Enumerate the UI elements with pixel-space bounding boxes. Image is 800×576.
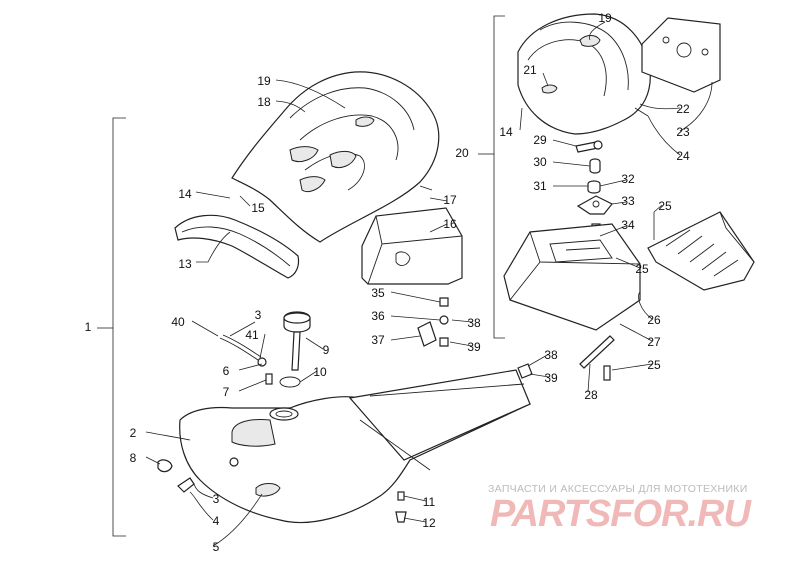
callout-label-16: 16 xyxy=(443,217,457,231)
callout-label-19a: 19 xyxy=(257,74,271,88)
callout-label-25c: 25 xyxy=(647,358,661,372)
leader-lines xyxy=(145,21,713,547)
fuel-tank-part-2 xyxy=(179,369,531,524)
callout-label-17: 17 xyxy=(443,193,457,207)
seat-part-18 xyxy=(231,71,440,243)
callout-label-31: 31 xyxy=(533,179,547,193)
callout-label-22: 22 xyxy=(676,102,690,116)
callout-label-19b: 19 xyxy=(598,11,612,25)
callout-label-34: 34 xyxy=(621,218,635,232)
callout-label-26: 26 xyxy=(647,313,661,327)
storage-block-part-16 xyxy=(361,207,463,285)
callout-label-14a: 14 xyxy=(178,187,192,201)
callout-label-3b: 3 xyxy=(213,492,220,506)
callout-label-28: 28 xyxy=(584,388,598,402)
callout-label-33: 33 xyxy=(621,194,635,208)
callout-labels: 1233456789101112131414151617181919202122… xyxy=(85,11,690,554)
callout-label-23: 23 xyxy=(676,125,690,139)
plate-part-23 xyxy=(641,17,721,93)
callout-label-24: 24 xyxy=(676,149,690,163)
callout-label-5: 5 xyxy=(213,540,220,554)
watermark-logo: PARTSFOR.RU xyxy=(490,493,751,535)
callout-label-32: 32 xyxy=(621,172,635,186)
callout-label-30: 30 xyxy=(533,155,547,169)
storage-box-part-27 xyxy=(503,223,641,331)
callout-label-27: 27 xyxy=(647,335,661,349)
group-bracket-20 xyxy=(493,15,505,339)
callout-label-2: 2 xyxy=(130,426,137,440)
callout-label-39a: 39 xyxy=(467,340,481,354)
callout-label-20: 20 xyxy=(455,146,469,160)
callout-label-7: 7 xyxy=(223,385,230,399)
callout-label-37: 37 xyxy=(371,333,385,347)
callout-label-25a: 25 xyxy=(658,199,672,213)
callout-label-10: 10 xyxy=(313,365,327,379)
callout-label-8: 8 xyxy=(130,451,137,465)
group-bracket-1 xyxy=(112,117,126,537)
callout-label-1: 1 xyxy=(85,320,92,334)
callout-label-41: 41 xyxy=(245,328,259,342)
callout-label-14b: 14 xyxy=(499,125,513,139)
callout-label-39b: 39 xyxy=(544,371,558,385)
seat-panel-part-13 xyxy=(174,214,300,279)
callout-label-38b: 38 xyxy=(544,348,558,362)
rear-cover-part-19 xyxy=(517,13,651,135)
callout-label-15: 15 xyxy=(251,201,265,215)
grid-tray-part-26 xyxy=(647,211,755,291)
callout-label-3a: 3 xyxy=(255,308,262,322)
hose-fittings xyxy=(157,334,273,493)
callout-label-13: 13 xyxy=(178,257,192,271)
callout-label-9: 9 xyxy=(323,343,330,357)
watermark-tagline: ЗАПЧАСТИ И АКСЕССУАРЫ ДЛЯ МОТОТЕХНИКИ xyxy=(488,483,748,495)
callout-label-35: 35 xyxy=(371,286,385,300)
callout-label-11: 11 xyxy=(423,495,436,509)
callout-label-40: 40 xyxy=(171,315,185,329)
callout-label-6: 6 xyxy=(223,364,230,378)
callout-label-36: 36 xyxy=(371,309,385,323)
callout-label-21: 21 xyxy=(523,63,537,77)
fuel-cap-part-9 xyxy=(279,311,311,388)
callout-label-25b: 25 xyxy=(635,262,649,276)
callout-label-12: 12 xyxy=(422,516,436,530)
callout-label-29: 29 xyxy=(533,133,547,147)
callout-label-18: 18 xyxy=(257,95,271,109)
callout-label-4: 4 xyxy=(213,514,220,528)
callout-label-38a: 38 xyxy=(467,316,481,330)
